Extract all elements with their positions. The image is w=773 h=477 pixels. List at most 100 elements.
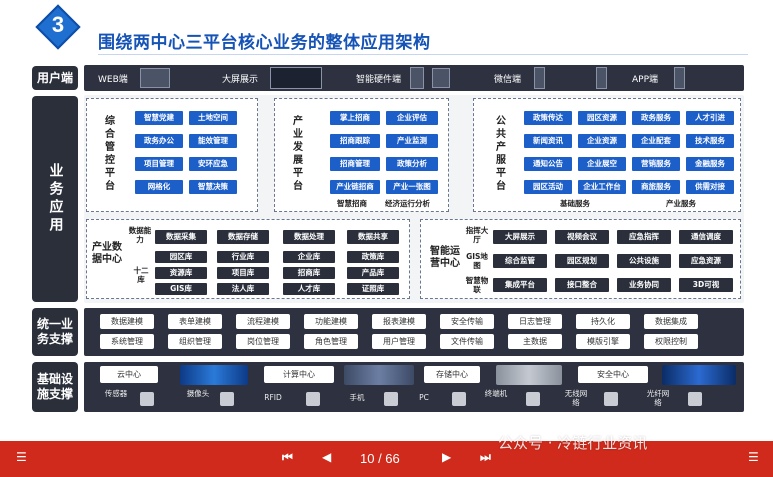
support-item[interactable]: 数据建模: [100, 314, 154, 329]
pub-item[interactable]: 园区活动: [524, 180, 572, 194]
ind-item[interactable]: 招商管理: [330, 157, 380, 171]
watermark: 公众号 · 冷链行业资讯: [498, 434, 648, 452]
ind-item[interactable]: 产业一张图: [386, 180, 438, 194]
pub-item[interactable]: 商旅服务: [632, 180, 680, 194]
ops-item[interactable]: 通信调度: [679, 230, 733, 244]
storage-center[interactable]: 存储中心: [424, 366, 480, 383]
ind-item[interactable]: 招商跟踪: [330, 134, 380, 148]
ops-item[interactable]: 园区规划: [555, 254, 609, 268]
lib-item[interactable]: 行业库: [217, 251, 269, 263]
ind-item[interactable]: 掌上招商: [330, 111, 380, 125]
lib-item[interactable]: 政策库: [347, 251, 399, 263]
lib-item[interactable]: 法人库: [217, 283, 269, 295]
lib-item[interactable]: 产品库: [347, 267, 399, 279]
ops-center-label: 智能运营中心: [430, 246, 460, 269]
support-item[interactable]: 模版引擎: [576, 334, 630, 349]
gov-item[interactable]: 土地空间: [189, 111, 237, 125]
gov-item[interactable]: 网格化: [135, 180, 183, 194]
data-ability-item[interactable]: 数据处理: [283, 230, 335, 244]
support-item[interactable]: 数据集成: [644, 314, 698, 329]
support-item[interactable]: 功能建模: [304, 314, 358, 329]
support-item[interactable]: 安全传输: [440, 314, 494, 329]
lib-item[interactable]: GIS库: [155, 283, 207, 295]
support-item[interactable]: 流程建模: [236, 314, 290, 329]
lib-item[interactable]: 园区库: [155, 251, 207, 263]
mobile-icon: [384, 392, 398, 406]
data-ability-item[interactable]: 数据存储: [217, 230, 269, 244]
row-label-biz: 业务应用: [32, 96, 78, 302]
first-page-icon[interactable]: ⏮: [282, 450, 293, 464]
ops-item[interactable]: 大屏展示: [493, 230, 547, 244]
pub-item[interactable]: 企业工作台: [578, 180, 626, 194]
ind-item[interactable]: 产业链招商: [330, 180, 380, 194]
user-web: WEB端: [98, 75, 128, 85]
pub-item[interactable]: 供需对接: [686, 180, 734, 194]
security-center[interactable]: 安全中心: [578, 366, 648, 383]
gov-item[interactable]: 安环应急: [189, 157, 237, 171]
row-label-infra: 基础设施支撑: [32, 362, 78, 412]
compute-center[interactable]: 计算中心: [264, 366, 334, 383]
ops-item[interactable]: 集成平台: [493, 278, 547, 292]
pub-item[interactable]: 企业配套: [632, 134, 680, 148]
pub-item[interactable]: 技术服务: [686, 134, 734, 148]
lib-item[interactable]: 项目库: [217, 267, 269, 279]
pub-item[interactable]: 园区资源: [578, 111, 626, 125]
gov-item[interactable]: 智慧决策: [189, 180, 237, 194]
lib-item[interactable]: 招商库: [283, 267, 335, 279]
pub-item[interactable]: 营销服务: [632, 157, 680, 171]
pub-item[interactable]: 金融服务: [686, 157, 734, 171]
ops-item[interactable]: 公共设施: [617, 254, 671, 268]
lib-item[interactable]: 企业库: [283, 251, 335, 263]
support-item[interactable]: 文件传输: [440, 334, 494, 349]
support-item[interactable]: 报表建模: [372, 314, 426, 329]
cloud-image: [180, 365, 248, 385]
pub-item[interactable]: 政务服务: [632, 111, 680, 125]
prev-page-icon[interactable]: ◀: [322, 450, 332, 464]
ind-item[interactable]: 企业评估: [386, 111, 438, 125]
wifi-icon: [604, 392, 618, 406]
ops-item[interactable]: 综合监管: [493, 254, 547, 268]
cloud-center[interactable]: 云中心: [100, 366, 158, 383]
ops-item[interactable]: 应急指挥: [617, 230, 671, 244]
ops-item[interactable]: 接口整合: [555, 278, 609, 292]
section-badge: 3: [35, 4, 81, 50]
gov-item[interactable]: 项目管理: [135, 157, 183, 171]
support-item[interactable]: 岗位管理: [236, 334, 290, 349]
last-page-icon[interactable]: ⏭: [480, 450, 491, 464]
pub-item[interactable]: 人才引进: [686, 111, 734, 125]
menu-icon[interactable]: ☰: [748, 450, 759, 464]
gov-item[interactable]: 政务办公: [135, 134, 183, 148]
row-label-support: 统一业务支撑: [32, 308, 78, 356]
pub-item[interactable]: 政策传达: [524, 111, 572, 125]
support-item[interactable]: 组织管理: [168, 334, 222, 349]
ind-item[interactable]: 政策分析: [386, 157, 438, 171]
support-item[interactable]: 表单建模: [168, 314, 222, 329]
data-ability-item[interactable]: 数据共享: [347, 230, 399, 244]
user-wechat: 微信端: [494, 75, 522, 85]
pub-item[interactable]: 企业展空: [578, 157, 626, 171]
next-page-icon[interactable]: ▶: [442, 450, 452, 464]
lib-item[interactable]: 资源库: [155, 267, 207, 279]
support-item[interactable]: 持久化: [576, 314, 630, 329]
lib-item[interactable]: 人才库: [283, 283, 335, 295]
menu-icon[interactable]: ☰: [16, 450, 27, 464]
support-item[interactable]: 主数据: [508, 334, 562, 349]
support-item[interactable]: 系统管理: [100, 334, 154, 349]
pub-item[interactable]: 新闻资讯: [524, 134, 572, 148]
panel-ops-center: 智能运营中心 指挥大厅 GIS地图 智慧物联 大屏展示 视频会议 应急指挥 通信…: [420, 219, 741, 299]
data-ability-item[interactable]: 数据采集: [155, 230, 207, 244]
support-item[interactable]: 用户管理: [372, 334, 426, 349]
gov-item[interactable]: 能效管理: [189, 134, 237, 148]
support-item[interactable]: 权限控制: [644, 334, 698, 349]
support-item[interactable]: 角色管理: [304, 334, 358, 349]
ops-item[interactable]: 应急资源: [679, 254, 733, 268]
pub-item[interactable]: 通知公告: [524, 157, 572, 171]
ind-item[interactable]: 产业监测: [386, 134, 438, 148]
ops-item[interactable]: 视频会议: [555, 230, 609, 244]
pub-item[interactable]: 企业资源: [578, 134, 626, 148]
lib-item[interactable]: 证照库: [347, 283, 399, 295]
ops-item[interactable]: 业务协同: [617, 278, 671, 292]
gov-item[interactable]: 智慧党建: [135, 111, 183, 125]
ops-item[interactable]: 3D可视: [679, 278, 733, 292]
support-item[interactable]: 日志管理: [508, 314, 562, 329]
